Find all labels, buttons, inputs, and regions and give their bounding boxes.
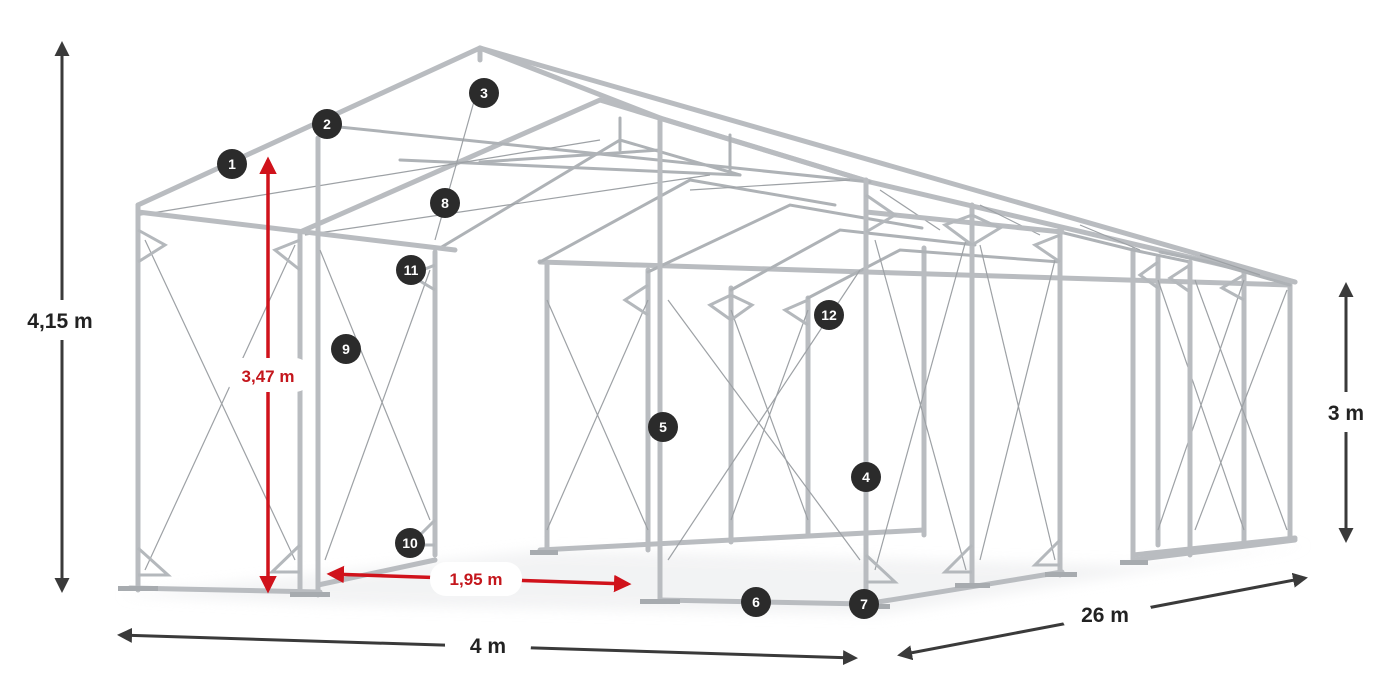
callout-12: 12 [814,300,844,330]
callout-3: 3 [469,78,499,108]
svg-text:1: 1 [228,156,236,172]
roof-frame [135,45,1298,300]
width-label: 4 m [470,635,506,658]
far-side-wall [537,245,1298,563]
dimension-lines: 4,15 m 3 m 4 m 26 m 3,47 m 1,95 m [10,41,1382,666]
callout-11: 11 [396,255,426,285]
svg-text:9: 9 [342,341,350,357]
callout-8: 8 [430,188,460,218]
callout-2: 2 [312,109,342,139]
svg-text:2: 2 [323,116,331,132]
callout-markers: 1 2 3 4 5 6 7 8 [217,78,881,619]
door-width-label: 1,95 m [450,570,503,589]
svg-text:8: 8 [441,195,449,211]
callout-5: 5 [648,412,678,442]
ridge-clearance-label: 3,47 m [242,367,295,386]
back-wall [1130,259,1298,558]
ground-shadow [120,545,1310,615]
svg-text:4: 4 [862,469,870,485]
callout-1: 1 [217,149,247,179]
callout-10: 10 [395,528,425,558]
total-height-label: 4,15 m [27,310,92,333]
callout-6: 6 [741,587,771,617]
frame-structure [118,45,1298,609]
near-side-wall [530,115,1245,609]
svg-text:7: 7 [860,596,868,612]
svg-text:3: 3 [480,85,488,101]
length-label: 26 m [1081,604,1129,627]
svg-text:6: 6 [752,594,760,610]
svg-text:11: 11 [404,262,419,278]
callout-9: 9 [331,334,361,364]
side-height-label: 3 m [1328,402,1364,425]
svg-text:10: 10 [402,535,418,551]
svg-text:5: 5 [659,419,667,435]
svg-text:12: 12 [821,307,837,323]
callout-7: 7 [849,589,879,619]
callout-4: 4 [851,462,881,492]
